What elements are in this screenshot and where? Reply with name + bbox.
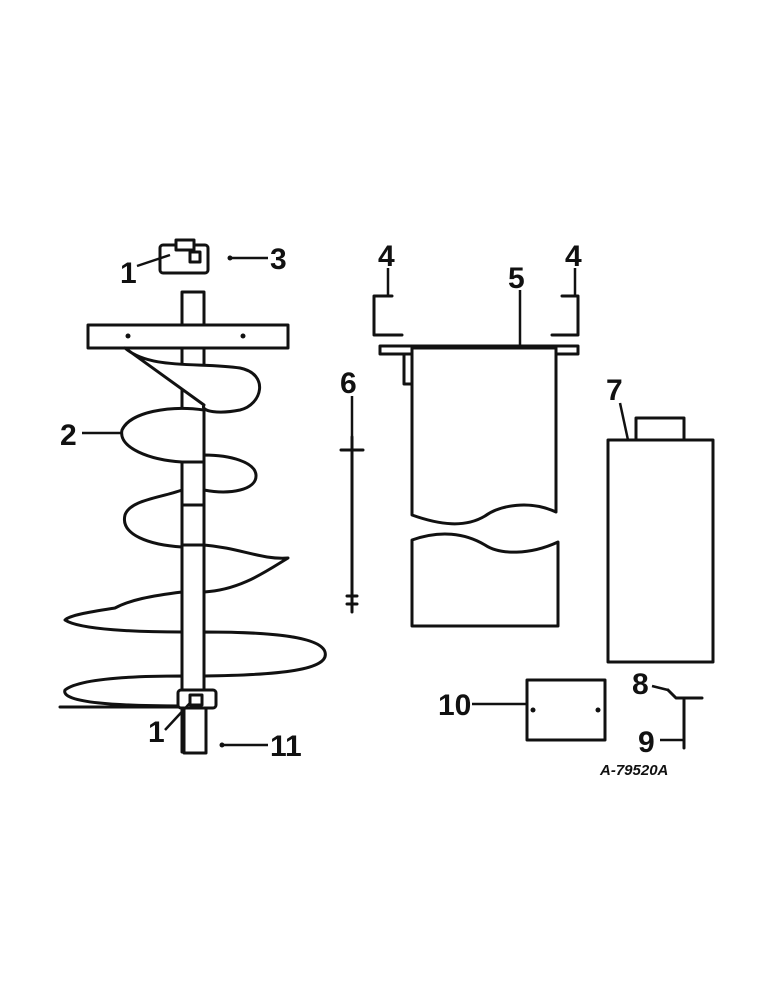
tube-assembly xyxy=(372,294,580,628)
cross-bar xyxy=(86,323,290,350)
rod xyxy=(339,435,365,614)
auger-assembly xyxy=(58,238,327,755)
callout-9: 9 xyxy=(638,726,655,759)
callout-4-left: 4 xyxy=(378,240,395,273)
callout-8: 8 xyxy=(632,668,649,701)
container-body xyxy=(606,438,715,664)
callout-3: 3 xyxy=(270,243,287,276)
bracket-right xyxy=(550,294,580,337)
callout-1-bottom: 1 xyxy=(148,716,165,749)
callout-4-right: 4 xyxy=(565,240,582,273)
bracket-left xyxy=(372,294,404,337)
leader-lines xyxy=(82,253,684,748)
tube-lower xyxy=(410,532,560,628)
callout-10: 10 xyxy=(438,689,471,722)
callout-2: 2 xyxy=(60,419,77,452)
container xyxy=(606,416,715,664)
callout-11: 11 xyxy=(270,730,302,763)
bottom-bearing xyxy=(176,688,218,710)
drawing-reference: A-79520A xyxy=(599,762,668,779)
auger-flighting xyxy=(58,346,327,709)
callout-6: 6 xyxy=(340,367,357,400)
tube-upper xyxy=(410,346,558,526)
callout-1-top: 1 xyxy=(120,257,137,290)
plate xyxy=(525,678,607,742)
callout-labels: 1 3 2 4 4 5 6 7 8 9 10 1 11 A-79520A xyxy=(60,240,668,779)
callout-5: 5 xyxy=(508,262,525,295)
top-bearing xyxy=(158,238,210,275)
callout-7: 7 xyxy=(606,374,623,407)
